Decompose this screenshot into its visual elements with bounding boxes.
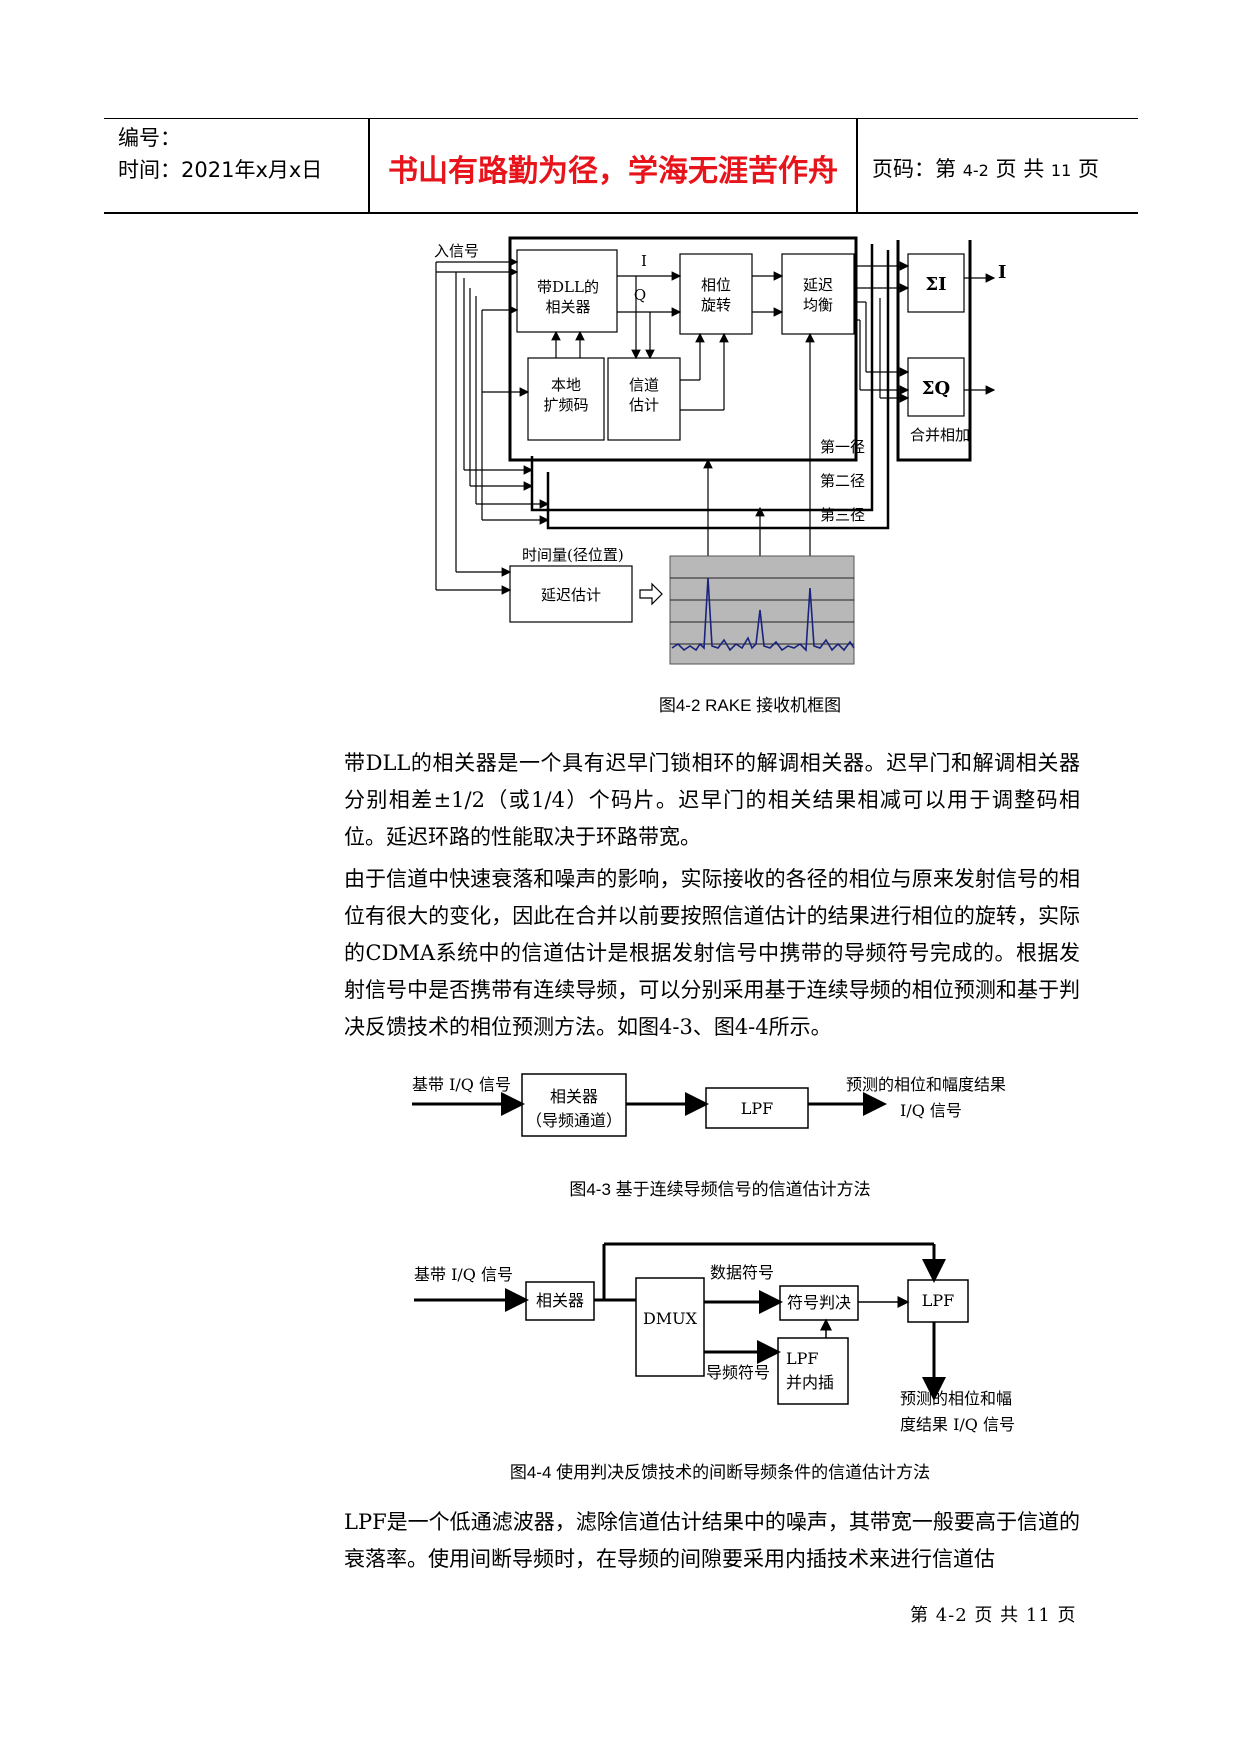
svg-text:信道: 信道: [629, 376, 659, 394]
svg-text:第二径: 第二径: [820, 472, 865, 490]
svg-text:合并相加: 合并相加: [910, 426, 970, 444]
rake-receiver-diagram: 入信号 带DLL的 相关器 I Q 相位 旋转 延迟 均衡 本地 扩频码 信道 …: [434, 236, 1006, 665]
svg-text:DMUX: DMUX: [643, 1309, 698, 1328]
figure-caption: 图4-2 RAKE 接收机框图: [658, 696, 842, 715]
svg-text:第三径: 第三径: [820, 506, 865, 524]
svg-text:旋转: 旋转: [701, 296, 731, 314]
paragraph: 由于信道中快速衰落和噪声的影响，实际接收的各径的相位与原来发射信号的相位有很大的…: [344, 867, 1080, 1039]
continuous-pilot-diagram: 基带 I/Q 信号 相关器 （导频通道） LPF 预测的相位和幅度结果 I/Q …: [412, 1073, 1006, 1137]
svg-text:时间量(径位置): 时间量(径位置): [522, 546, 624, 564]
figure-caption: 图4-3 基于连续导频信号的信道估计方法: [569, 1180, 871, 1199]
svg-text:I/Q 信号: I/Q 信号: [900, 1101, 962, 1120]
page-footer: 第 4-2 页 共 11 页: [910, 1605, 1077, 1626]
svg-text:第一径: 第一径: [820, 438, 865, 456]
svg-text:相位: 相位: [701, 276, 731, 294]
header-separator: [368, 118, 370, 214]
svg-text:延迟估计: 延迟估计: [541, 586, 601, 604]
svg-text:数据符号: 数据符号: [710, 1263, 774, 1282]
header-motto: 书山有路勤为径，学海无涯苦作舟: [388, 154, 838, 189]
svg-text:导频符号: 导频符号: [706, 1363, 770, 1382]
svg-text:预测的相位和幅度结果: 预测的相位和幅度结果: [846, 1075, 1006, 1094]
svg-text:本地: 本地: [551, 376, 581, 394]
svg-text:相关器: 相关器: [536, 1291, 584, 1310]
time-label: 时间：2021年x月x日: [118, 158, 323, 182]
svg-text:相关器: 相关器: [545, 298, 590, 316]
figure-caption: 图4-4 使用判决反馈技术的间断导频条件的信道估计方法: [509, 1463, 931, 1482]
paragraph: LPF是一个低通滤波器，滤除信道估计结果中的噪声，其带宽一般要高于信道的衰落率。…: [344, 1510, 1080, 1571]
svg-text:（导频通道）: （导频通道）: [526, 1111, 622, 1130]
svg-text:带DLL的: 带DLL的: [537, 278, 599, 296]
paragraph: 带DLL的相关器是一个具有迟早门锁相环的解调相关器。迟早门和解调相关器分别相差±…: [344, 751, 1080, 849]
svg-text:I: I: [641, 252, 647, 270]
svg-text:ΣQ: ΣQ: [922, 378, 950, 399]
svg-text:LPF: LPF: [786, 1349, 819, 1368]
svg-text:LPF: LPF: [741, 1099, 774, 1118]
svg-text:均衡: 均衡: [803, 296, 833, 314]
svg-text:LPF: LPF: [922, 1291, 955, 1310]
svg-text:预测的相位和幅: 预测的相位和幅: [900, 1389, 1012, 1408]
svg-text:估计: 估计: [629, 396, 659, 414]
svg-text:延迟: 延迟: [803, 276, 833, 294]
header-meta: 编号： 时间：2021年x月x日: [118, 122, 322, 186]
decision-feedback-diagram: 基带 I/Q 信号 相关器 DMUX 数据符号 符号判决 LPF 导频符号 LP…: [414, 1242, 1015, 1434]
svg-text:Q: Q: [634, 286, 646, 304]
svg-text:基带 I/Q 信号: 基带 I/Q 信号: [414, 1265, 513, 1284]
code-label: 编号：: [118, 126, 181, 150]
header-separator: [856, 118, 858, 214]
svg-text:符号判决: 符号判决: [787, 1293, 851, 1312]
header-page-number: 页码：第 4-2 页 共 11 页: [872, 157, 1099, 181]
svg-text:扩频码: 扩频码: [543, 396, 588, 414]
svg-text:相关器: 相关器: [550, 1087, 598, 1106]
svg-text:基带 I/Q 信号: 基带 I/Q 信号: [412, 1075, 511, 1094]
svg-text:ΣI: ΣI: [925, 274, 946, 295]
header-bottom-rule: [104, 212, 1138, 214]
page-header: 编号： 时间：2021年x月x日 书山有路勤为径，学海无涯苦作舟 页码：第 4-…: [104, 118, 1138, 214]
header-top-rule: [104, 118, 1138, 119]
svg-text:I: I: [998, 262, 1006, 283]
svg-text:并内插: 并内插: [786, 1373, 834, 1392]
input-signal-label: 入信号: [434, 242, 479, 260]
delay-profile-plot: [669, 555, 855, 665]
svg-text:度结果 I/Q 信号: 度结果 I/Q 信号: [900, 1415, 1015, 1434]
